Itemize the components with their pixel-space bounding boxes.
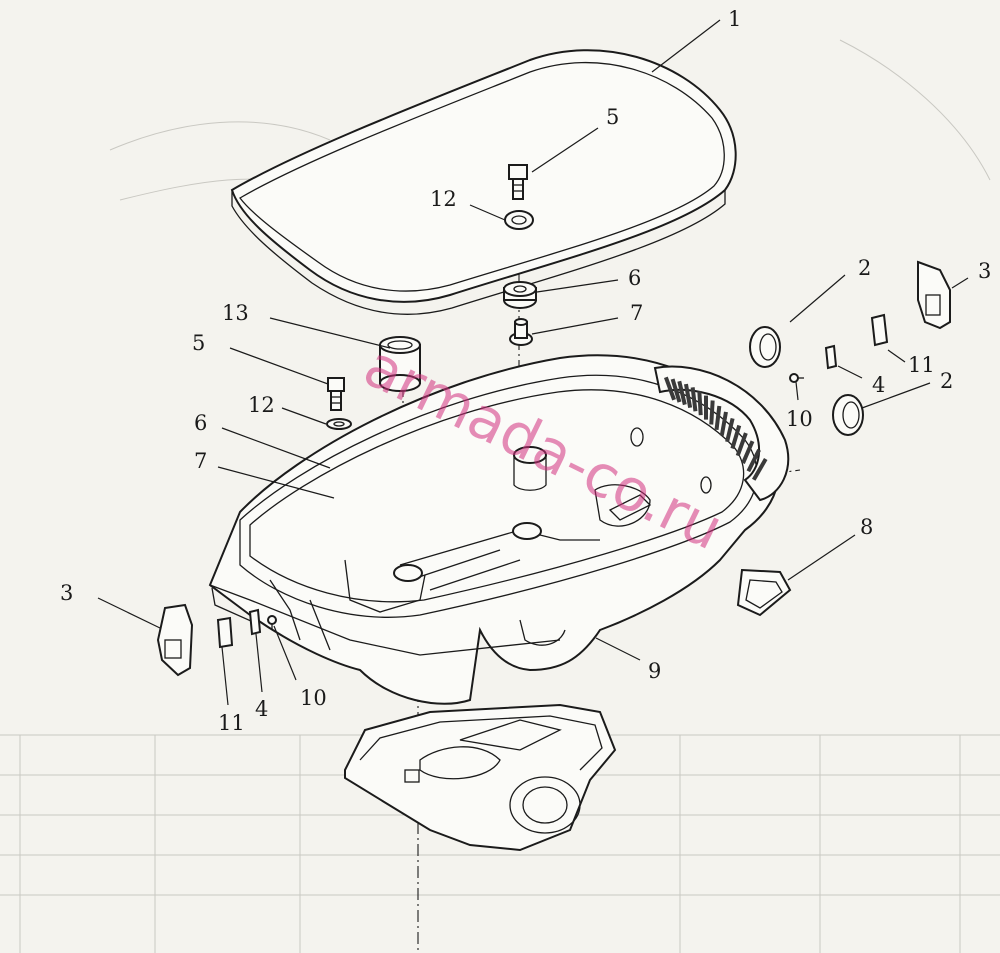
callout-2-lower: 2 [940, 369, 953, 393]
pad-8 [736, 568, 792, 617]
callout-5-upper: 5 [606, 105, 619, 129]
callout-11-left: 11 [218, 711, 245, 735]
rail-rib [725, 418, 735, 443]
callout-12-upper: 12 [430, 187, 457, 211]
callout-12-left: 12 [248, 393, 275, 417]
plate-11-left [216, 616, 234, 649]
callout-4-left: 4 [255, 697, 268, 721]
screw-10-right [789, 373, 804, 383]
rail-rib [719, 411, 728, 436]
bolt-5-left [327, 377, 345, 411]
rail-rib [730, 424, 742, 450]
callout-6-left: 6 [194, 411, 207, 435]
callout-6-upper: 6 [628, 266, 641, 290]
callout-1: 1 [728, 7, 741, 31]
clip-4-left [248, 608, 262, 636]
callout-7-left: 7 [194, 449, 207, 473]
callout-5-left: 5 [192, 331, 205, 355]
callout-8: 8 [860, 515, 873, 539]
washer-12-left [326, 418, 352, 430]
rail-rib [704, 395, 708, 420]
rail-rib [752, 458, 768, 481]
rail-rib [677, 380, 687, 406]
bolt-5-upper [508, 164, 528, 200]
bushing-13 [379, 336, 421, 392]
rail-rib [664, 376, 676, 401]
rail-rib [690, 387, 698, 412]
lower-frame [344, 703, 617, 852]
callout-labels: 1 5 12 6 7 2 3 11 4 2 10 13 5 12 6 7 8 9… [60, 7, 991, 735]
rail-rib [746, 448, 761, 473]
callout-7-upper: 7 [630, 301, 643, 325]
rail-rib [714, 405, 722, 431]
plug-2-upper [749, 326, 781, 368]
plug-2-lower [832, 394, 864, 436]
rail-rib [670, 378, 682, 403]
screw-10-left [267, 615, 277, 630]
callout-2-upper: 2 [858, 256, 871, 280]
plate-11-right [870, 313, 889, 347]
callout-11-right: 11 [908, 353, 935, 377]
callout-10-left: 10 [300, 686, 327, 710]
rail-rib [735, 432, 748, 457]
callout-13: 13 [222, 301, 249, 325]
washer-12-upper [504, 210, 534, 230]
rail-rib [684, 383, 693, 409]
clip-4-right [824, 344, 838, 370]
ribbed-rail [653, 365, 790, 502]
callout-9: 9 [648, 659, 661, 683]
callout-3-left: 3 [60, 581, 73, 605]
grommet-6-upper [503, 281, 537, 309]
leader-lines [97, 19, 969, 706]
rail-rib [741, 440, 755, 465]
storage-box-body [208, 354, 780, 705]
hinge-3-left [156, 603, 194, 677]
callout-3-right: 3 [978, 259, 991, 283]
lid-seal-ring [230, 49, 737, 315]
collar-7-upper [509, 318, 533, 346]
rail-rib [697, 391, 703, 416]
callout-10-right: 10 [786, 407, 813, 431]
hinge-3-right [917, 260, 951, 330]
callout-4-right: 4 [872, 373, 885, 397]
rail-rib [709, 400, 715, 425]
